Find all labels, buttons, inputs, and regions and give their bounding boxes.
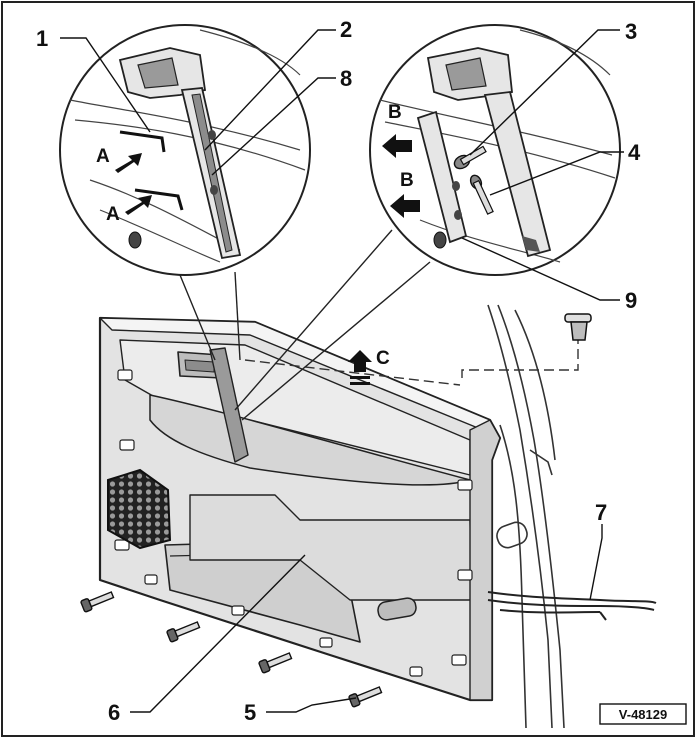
callout-5: 5 [244, 700, 256, 725]
callout-3: 3 [625, 19, 637, 44]
callout-1: 1 [36, 26, 48, 51]
callout-6: 6 [108, 700, 120, 725]
callout-2: 2 [340, 17, 352, 42]
letter-b-lower: B [400, 170, 414, 191]
callout-9: 9 [625, 288, 637, 313]
callout-4: 4 [628, 140, 641, 165]
screws [80, 591, 383, 708]
letter-b-upper: B [388, 102, 402, 123]
door-frame [487, 304, 565, 729]
reference-box [599, 703, 687, 725]
detail-circle-right [369, 24, 621, 276]
reference-code: V-48129 [619, 707, 667, 722]
door-trim-panel [98, 316, 502, 702]
letter-a-lower: A [106, 204, 120, 225]
wiring-harness [487, 591, 657, 621]
trim-clip [564, 313, 592, 341]
callout-7: 7 [595, 500, 607, 525]
speaker-grille [107, 468, 172, 550]
arrow-c [348, 350, 372, 385]
callout-8: 8 [340, 66, 352, 91]
letter-a-upper: A [96, 146, 110, 167]
leader-lines [60, 29, 624, 713]
letter-c: C [376, 348, 390, 369]
detail-circle-left [59, 24, 311, 276]
clip-lead-line [244, 335, 579, 386]
detail-connectors [179, 229, 431, 421]
